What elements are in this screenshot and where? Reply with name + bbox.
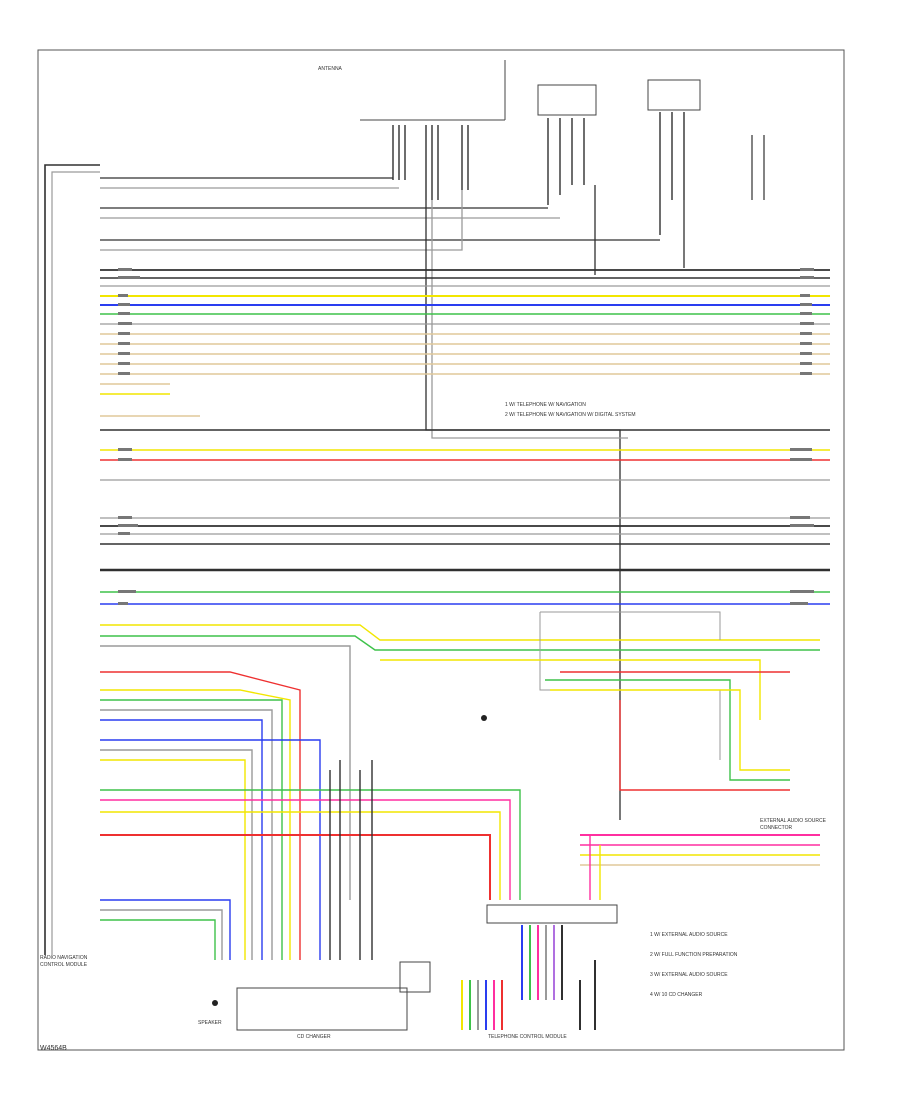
lower-harness — [100, 611, 820, 960]
door-module-right — [537, 84, 597, 205]
component-label-antenna: ANTENNA — [318, 66, 342, 72]
note-1: 1 W/ TELEPHONE W/ NAVIGATION — [505, 402, 586, 408]
legend-item: 4 W/ 10 CD CHANGER — [650, 985, 737, 1005]
frame-code: W4564B — [40, 1045, 67, 1052]
main-bus — [100, 269, 830, 605]
component-label-cd-changer: CD CHANGER — [297, 1034, 331, 1040]
component-label-telephone: TELEPHONE CONTROL MODULE — [488, 1034, 567, 1040]
bus-label-ticks — [118, 268, 814, 605]
note-2: 2 W/ TELEPHONE W/ NAVIGATION W/ DIGITAL … — [505, 412, 636, 418]
antenna-module — [360, 60, 506, 200]
legend: 1 W/ EXTERNAL AUDIO SOURCE 2 W/ FULL FUN… — [650, 925, 737, 1005]
legend-text: W/ FULL FUNCTION PREPARATION — [654, 952, 738, 958]
legend-item: 3 W/ EXTERNAL AUDIO SOURCE — [650, 965, 737, 985]
legend-num: 4 — [650, 992, 653, 998]
telephone-pins — [461, 925, 596, 1030]
ground-symbols — [212, 715, 487, 1006]
legend-num: 2 — [650, 952, 653, 958]
legend-text: W/ EXTERNAL AUDIO SOURCE — [654, 972, 728, 978]
legend-text: W/ 10 CD CHANGER — [654, 992, 703, 998]
left-trunk — [44, 164, 100, 955]
legend-item: 1 W/ EXTERNAL AUDIO SOURCE — [650, 925, 737, 945]
component-label-speaker: SPEAKER — [198, 1020, 222, 1026]
top-right-connector — [751, 135, 765, 200]
legend-num: 1 — [650, 932, 653, 938]
component-label-control-module: RADIO NAVIGATION CONTROL MODULE — [40, 955, 88, 968]
legend-text: W/ EXTERNAL AUDIO SOURCE — [654, 932, 728, 938]
upper-harness — [100, 177, 685, 820]
diagram-frame — [37, 49, 845, 1051]
component-label-external-audio: EXTERNAL AUDIO SOURCE CONNECTOR — [760, 818, 826, 831]
legend-item: 2 W/ FULL FUNCTION PREPARATION — [650, 945, 737, 965]
door-module-left — [647, 79, 701, 235]
cd-changer-box — [236, 987, 408, 1031]
telephone-box — [399, 904, 618, 993]
legend-num: 3 — [650, 972, 653, 978]
